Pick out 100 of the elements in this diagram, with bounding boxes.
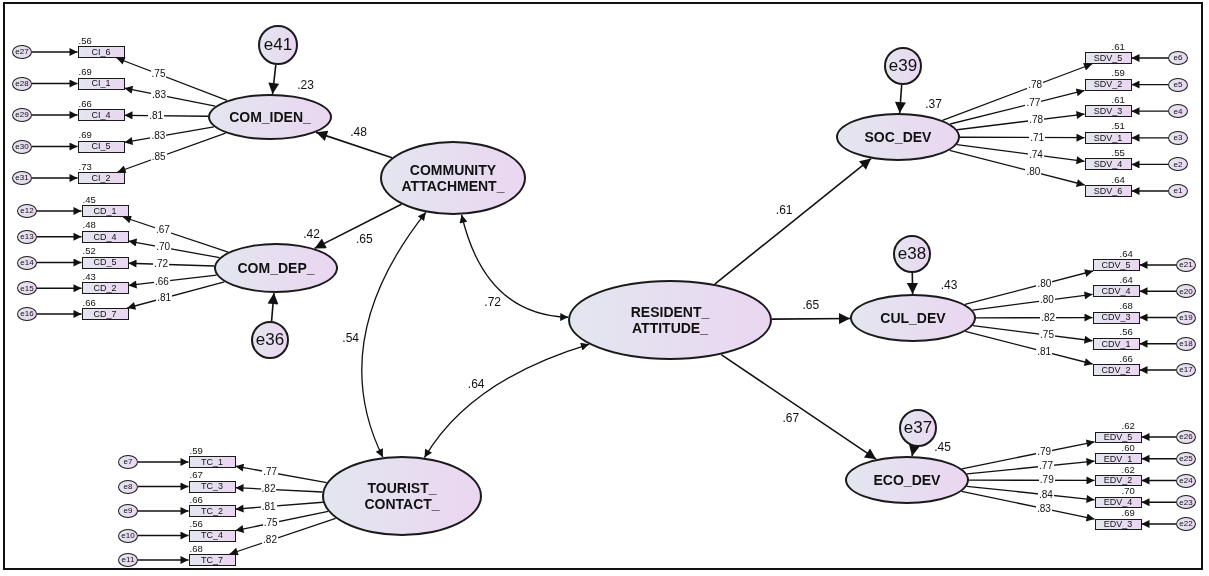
r-squared-value: .66 — [189, 494, 203, 504]
arrow — [313, 203, 403, 250]
double-headed-arrow — [459, 214, 569, 321]
variable-name: EDV_2 — [1103, 475, 1133, 486]
variable-name: e27 — [15, 47, 29, 57]
path-coefficient: .65 — [355, 232, 374, 245]
variable-name: e39 — [888, 56, 918, 76]
r-squared-value: .45 — [82, 194, 96, 204]
latent-variable-ellipse — [214, 243, 338, 293]
arrow — [959, 133, 1086, 142]
variable-name: TOURIST_ CONTACT_ — [363, 479, 441, 513]
variable-name: CI_4 — [91, 109, 111, 121]
variable-name: CI_5 — [91, 141, 111, 152]
path-coefficient: .48 — [349, 125, 368, 138]
indicator-box — [77, 46, 125, 58]
error-circle — [1168, 51, 1188, 65]
arrow — [960, 490, 1096, 522]
error-circle — [1168, 130, 1188, 145]
variable-name: TC_4 — [201, 530, 223, 541]
indicator-box — [1084, 158, 1132, 171]
arrow — [906, 272, 918, 295]
variable-name: e7 — [123, 457, 133, 467]
variable-name: ECO_DEV — [873, 471, 941, 489]
arrow — [949, 149, 1086, 187]
variable-name: EDV_5 — [1103, 431, 1133, 443]
r-squared-value: .45 — [934, 441, 951, 453]
arrow — [1138, 261, 1177, 269]
arrow — [1140, 498, 1177, 507]
r-squared-value: .66 — [1119, 353, 1133, 363]
variable-name: CDV_1 — [1101, 338, 1131, 349]
arrow — [31, 174, 79, 182]
indicator-box — [1084, 52, 1132, 64]
variable-name: e20 — [1179, 286, 1193, 296]
arrow — [956, 144, 1086, 165]
arrow — [137, 482, 190, 491]
error-circle — [118, 504, 138, 518]
path-coefficient: .78 — [1028, 115, 1045, 126]
variable-name: CD_7 — [93, 308, 117, 320]
indicator-box — [1092, 285, 1140, 298]
indicator-box — [1084, 131, 1132, 144]
r-squared-value: .61 — [1111, 41, 1125, 51]
r-squared-value: .62 — [1121, 421, 1135, 431]
path-coefficient: .71 — [1029, 132, 1046, 143]
r-squared-value: .52 — [82, 246, 96, 256]
arrow — [1140, 433, 1177, 441]
variable-name: CI_6 — [91, 46, 111, 58]
indicator-box — [1092, 364, 1140, 376]
variable-name: SDV_4 — [1093, 159, 1123, 170]
error-circle — [1168, 184, 1188, 198]
arrow — [908, 444, 920, 457]
r-squared-value: .64 — [1119, 248, 1133, 258]
arrow — [1140, 476, 1177, 485]
r-squared-value: .56 — [1119, 327, 1133, 337]
indicator-box — [1084, 185, 1132, 197]
variable-name: e23 — [1179, 497, 1193, 507]
arrow — [36, 207, 83, 215]
variable-name: CI_1 — [91, 78, 111, 89]
path-coefficient: .77 — [1025, 98, 1042, 109]
variable-name: SDV_6 — [1093, 185, 1123, 197]
path-coefficient: .78 — [1027, 80, 1044, 91]
arrow — [36, 284, 83, 293]
variable-name: SOC_DEV — [864, 128, 932, 146]
error-circle — [899, 409, 937, 447]
variable-name: CDV_5 — [1101, 259, 1131, 271]
r-squared-value: .69 — [78, 67, 92, 77]
indicator-box — [81, 282, 129, 295]
arrow — [31, 142, 79, 151]
indicator-box — [188, 505, 236, 517]
arrow — [31, 48, 79, 56]
error-circle — [884, 47, 922, 85]
variable-name: e14 — [20, 257, 34, 268]
arrow — [127, 238, 221, 259]
variable-name: e12 — [20, 206, 34, 216]
variable-name: e8 — [123, 481, 133, 492]
path-coefficient: .83 — [151, 90, 167, 100]
arrow — [123, 85, 216, 107]
indicator-box — [1084, 105, 1132, 118]
indicator-box — [188, 529, 236, 542]
indicator-box — [77, 140, 125, 153]
arrow — [127, 259, 215, 268]
path-coefficient: .79 — [1036, 447, 1053, 458]
arrow — [229, 517, 337, 556]
arrow — [1130, 80, 1169, 89]
variable-name: e37 — [903, 418, 933, 438]
r-squared-value: .37 — [925, 98, 942, 110]
arrow — [137, 531, 190, 540]
variable-name: CI_2 — [91, 172, 111, 184]
variable-name: TC_1 — [201, 456, 223, 468]
indicator-box — [77, 77, 125, 90]
path-coefficient: .75 — [262, 518, 279, 529]
path-coefficient: .74 — [1028, 150, 1044, 160]
indicator-box — [1094, 475, 1142, 486]
latent-variable-ellipse — [850, 294, 976, 342]
arrow — [964, 330, 1094, 366]
indicator-box — [77, 109, 125, 121]
path-coefficient: .81 — [156, 293, 173, 304]
variable-name: e21 — [1179, 260, 1193, 270]
arrow — [31, 79, 79, 88]
variable-name: e26 — [1179, 432, 1193, 442]
path-coefficient: .67 — [781, 412, 801, 425]
